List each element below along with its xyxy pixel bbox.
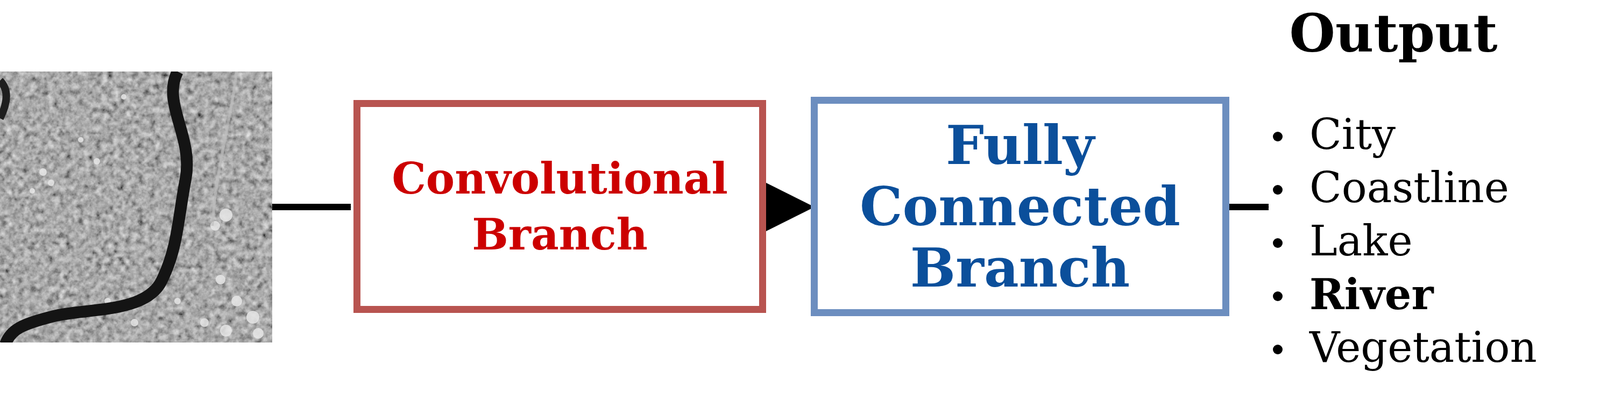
- flow-arrow: [766, 203, 809, 211]
- list-bullet: [1272, 131, 1283, 142]
- class-item: City: [1309, 110, 1396, 159]
- class-item: Vegetation: [1309, 323, 1538, 372]
- box-label: Convolutional Branch: [365, 150, 754, 263]
- box-label: Fully Connected Branch: [823, 114, 1217, 299]
- input-arrow: [272, 203, 351, 211]
- class-item: Coastline: [1309, 163, 1510, 212]
- sar-image: [0, 71, 273, 343]
- list-bullet: [1272, 185, 1283, 195]
- list-bullet: [1272, 344, 1283, 355]
- output-heading: Output: [1289, 2, 1498, 65]
- conv-branch-box: Convolutional Branch: [353, 100, 767, 314]
- class-item: Lake: [1309, 216, 1413, 266]
- list-bullet: [1272, 291, 1283, 302]
- fc-branch-box: Fully Connected Branch: [810, 96, 1230, 317]
- list-bullet: [1272, 238, 1283, 249]
- class-item: River: [1309, 270, 1434, 320]
